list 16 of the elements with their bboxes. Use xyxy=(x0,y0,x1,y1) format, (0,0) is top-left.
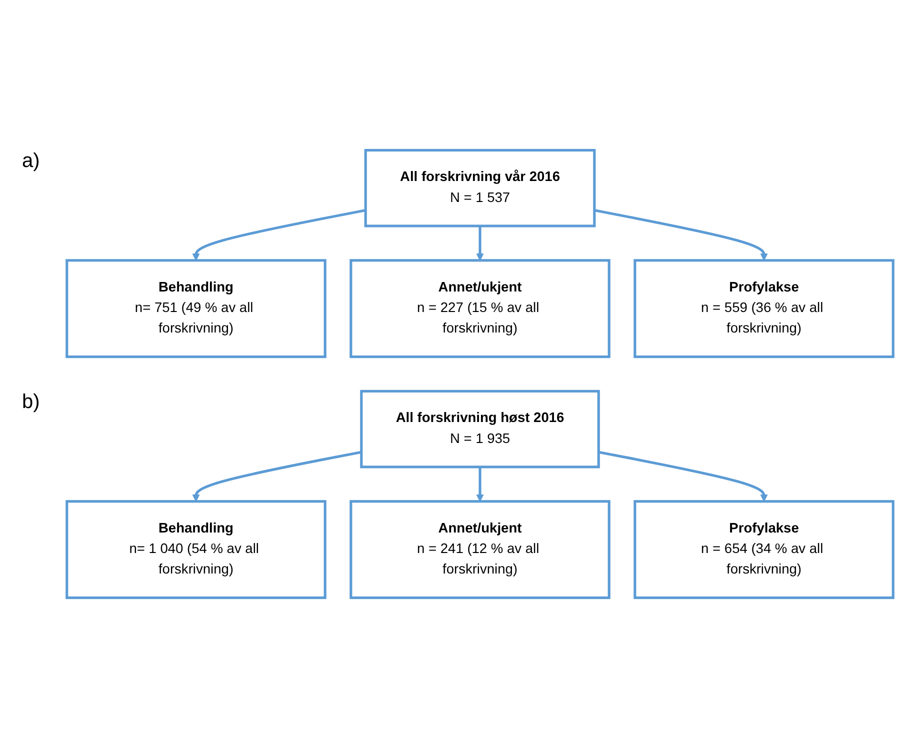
node-box: Profylakse n = 559 (36 % av all forskrivning) xyxy=(634,259,894,358)
node-box: Profylakse n = 654 (34 % av all forskrivning) xyxy=(634,500,894,600)
node-box: All forskrivning høst 2016 N = 1 935 xyxy=(360,390,600,468)
node-box: Behandling n= 1 040 (54 % av all forskrivning) xyxy=(66,500,326,600)
arrow xyxy=(594,209,768,261)
node-box: Annet/ukjent n = 241 (12 % av all forskrivning) xyxy=(350,500,610,600)
panel-label: a) xyxy=(22,150,40,174)
panel-label: b) xyxy=(22,391,40,414)
arrow xyxy=(476,466,484,502)
arrow xyxy=(598,450,768,502)
arrow xyxy=(192,209,366,261)
node-box: Behandling n= 751 (49 % av all forskrivning) xyxy=(66,259,326,358)
node-box: All forskrivning vår 2016 N = 1 537 xyxy=(364,148,596,228)
arrow xyxy=(192,450,362,502)
node-box: Annet/ukjent n = 227 (15 % av all forskrivning) xyxy=(350,259,610,358)
arrow xyxy=(476,226,484,261)
